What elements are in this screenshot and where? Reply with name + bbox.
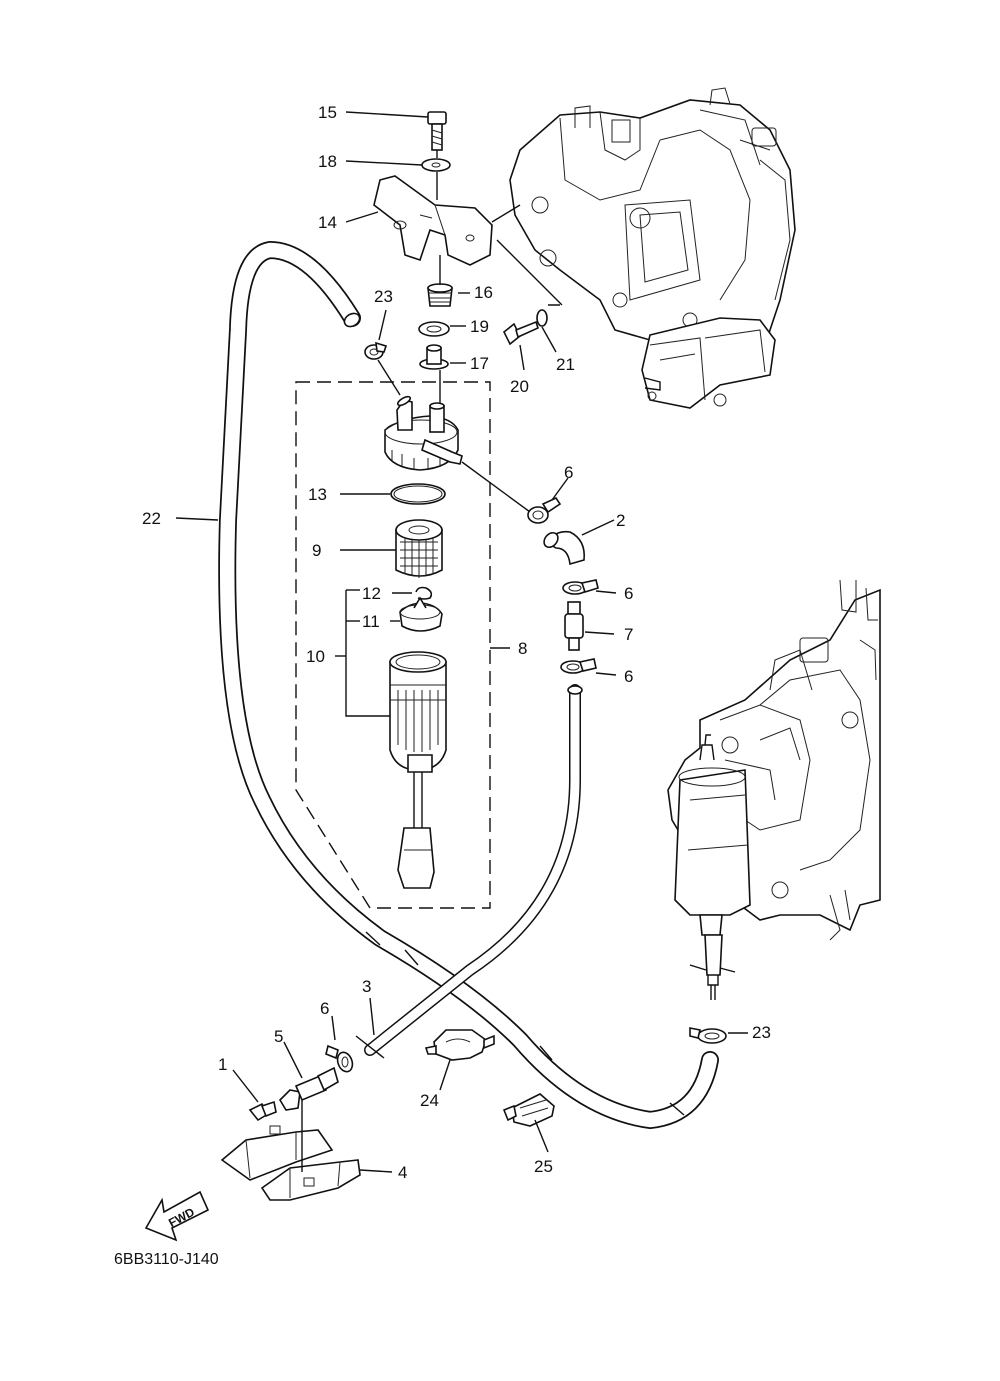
clamp-6-left: [325, 1044, 354, 1073]
callout-24: 24: [420, 1091, 439, 1110]
holder-24: [424, 1029, 495, 1061]
washer-21: [536, 309, 548, 327]
bolt-20: [502, 320, 539, 346]
callout-6-lower: 6: [624, 667, 633, 686]
callout-25: 25: [534, 1157, 553, 1176]
connector-5: [278, 1066, 339, 1111]
bolt-15: [427, 111, 447, 151]
callout-13: 13: [308, 485, 327, 504]
vapor-separator: [674, 734, 751, 1000]
clamp-23-bottom: [689, 1027, 727, 1044]
clamp-6-middle: [562, 579, 599, 595]
callout-23-top: 23: [374, 287, 393, 306]
callout-6-upper: 6: [564, 463, 573, 482]
callout-16: 16: [474, 283, 493, 302]
fuel-pump-unit: [641, 317, 776, 409]
float-11: [399, 596, 443, 632]
cover-4: [220, 1125, 361, 1201]
callout-7: 7: [624, 625, 633, 644]
callout-19: 19: [470, 317, 489, 336]
callout-10: 10: [306, 647, 325, 666]
diagram-code: 6BB3110-J140: [114, 1251, 219, 1268]
fwd-arrow: FWD: [144, 1190, 210, 1242]
callout-14: 14: [318, 213, 337, 232]
grommet-16: [427, 283, 453, 307]
callout-6-middle: 6: [624, 584, 633, 603]
hose-22: [218, 241, 719, 1129]
washer-18: [421, 158, 451, 172]
callout-4: 4: [398, 1163, 407, 1182]
callout-23-bottom: 23: [752, 1023, 771, 1042]
clamp-23-top: [364, 341, 388, 360]
callout-8: 8: [518, 639, 527, 658]
filter-head: [384, 395, 463, 471]
o-ring-13: [390, 483, 446, 505]
joint-hose-2: [543, 530, 586, 566]
holder-25: [502, 1093, 555, 1127]
collar-17: [419, 344, 449, 370]
engine-block-upper: [509, 87, 796, 346]
callout-18: 18: [318, 152, 337, 171]
filter-cup-10: [389, 651, 447, 889]
callout-15: 15: [318, 103, 337, 122]
callout-17: 17: [470, 354, 489, 373]
callout-20: 20: [510, 377, 529, 396]
washer-19: [418, 321, 450, 337]
callout-2: 2: [616, 511, 625, 530]
filter-assembly-boundary: [295, 381, 491, 909]
callout-9: 9: [312, 541, 321, 560]
callout-3: 3: [362, 977, 371, 996]
filter-element-9: [395, 519, 443, 578]
callout-12: 12: [362, 584, 381, 603]
cap-1: [248, 1100, 277, 1122]
clamp-6-upper: [527, 496, 562, 524]
callout-6-left: 6: [320, 999, 329, 1018]
bracket-14: [373, 175, 493, 266]
clamp-6-lower: [560, 658, 597, 674]
callout-1: 1: [218, 1055, 227, 1074]
clip-12: [415, 586, 433, 600]
callout-21: 21: [556, 355, 575, 374]
hose-3: [355, 684, 583, 1059]
callout-5: 5: [274, 1027, 283, 1046]
callout-11: 11: [362, 612, 380, 631]
connector-7: [564, 601, 584, 651]
callout-22: 22: [142, 509, 161, 528]
